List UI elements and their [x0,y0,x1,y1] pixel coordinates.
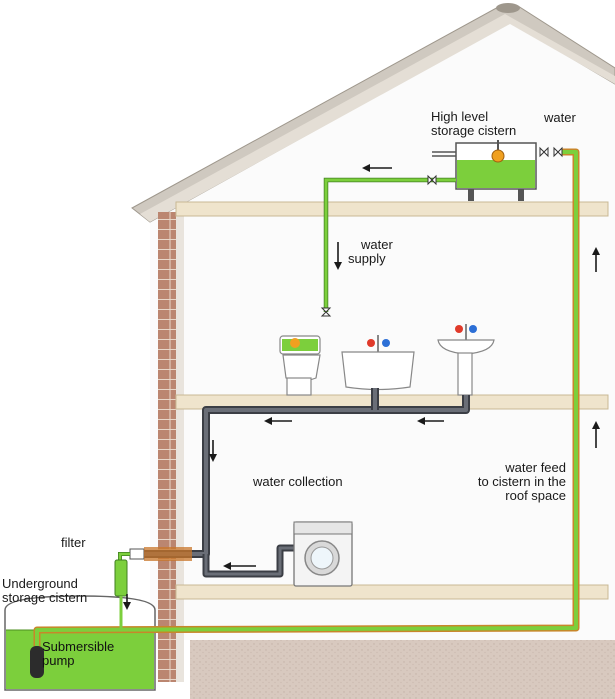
feed-pipe [33,148,580,646]
arrow-down-supply [334,242,342,270]
arrow-down-filter [123,594,131,610]
arrow-left-floor1-b [417,417,444,425]
cistern-label-line2: storage cistern [431,123,517,138]
water-feed-label-line1: water feed [505,460,566,475]
arrow-left-washer [223,562,256,570]
wall-edge [176,212,184,682]
toilet [279,335,321,396]
arrow-up-feed-top [592,247,600,272]
water-supply-label-line1: water [361,237,393,252]
high-level-cistern [432,140,537,201]
supply-pipe [320,174,456,317]
cistern-label-line1: High level [431,109,489,124]
arrow-up-feed-mid [592,421,600,448]
arrow-down-collection [209,440,217,462]
filter-unit [114,547,192,630]
bathtub [341,335,415,391]
washing-machine [293,521,353,587]
arrow-left-floor1-a [264,417,292,425]
house-interior [150,10,615,640]
arrow-left-roof [362,164,392,172]
underground-label-line1: Underground [2,576,78,591]
submersible-pump [30,646,44,678]
pump-label-line1: Submersible [42,639,115,654]
inlet-valves [539,146,563,158]
filter-label: filter [61,535,86,550]
water-label-top: water [544,110,576,125]
water-feed-label-line3: roof space [505,488,566,503]
roof [131,3,615,223]
water-feed-label-line2: to cistern in the [477,474,566,489]
water-supply-label-line2: supply [348,251,386,266]
floors [175,201,609,600]
pump-label-line2: pump [42,653,75,668]
flow-arrows [123,164,600,610]
brick-wall [158,212,176,682]
wash-basin [437,324,495,396]
underground-label-line2: storage cistern [2,590,88,605]
water-collection-label: water collection [253,474,343,489]
ground [190,640,615,699]
